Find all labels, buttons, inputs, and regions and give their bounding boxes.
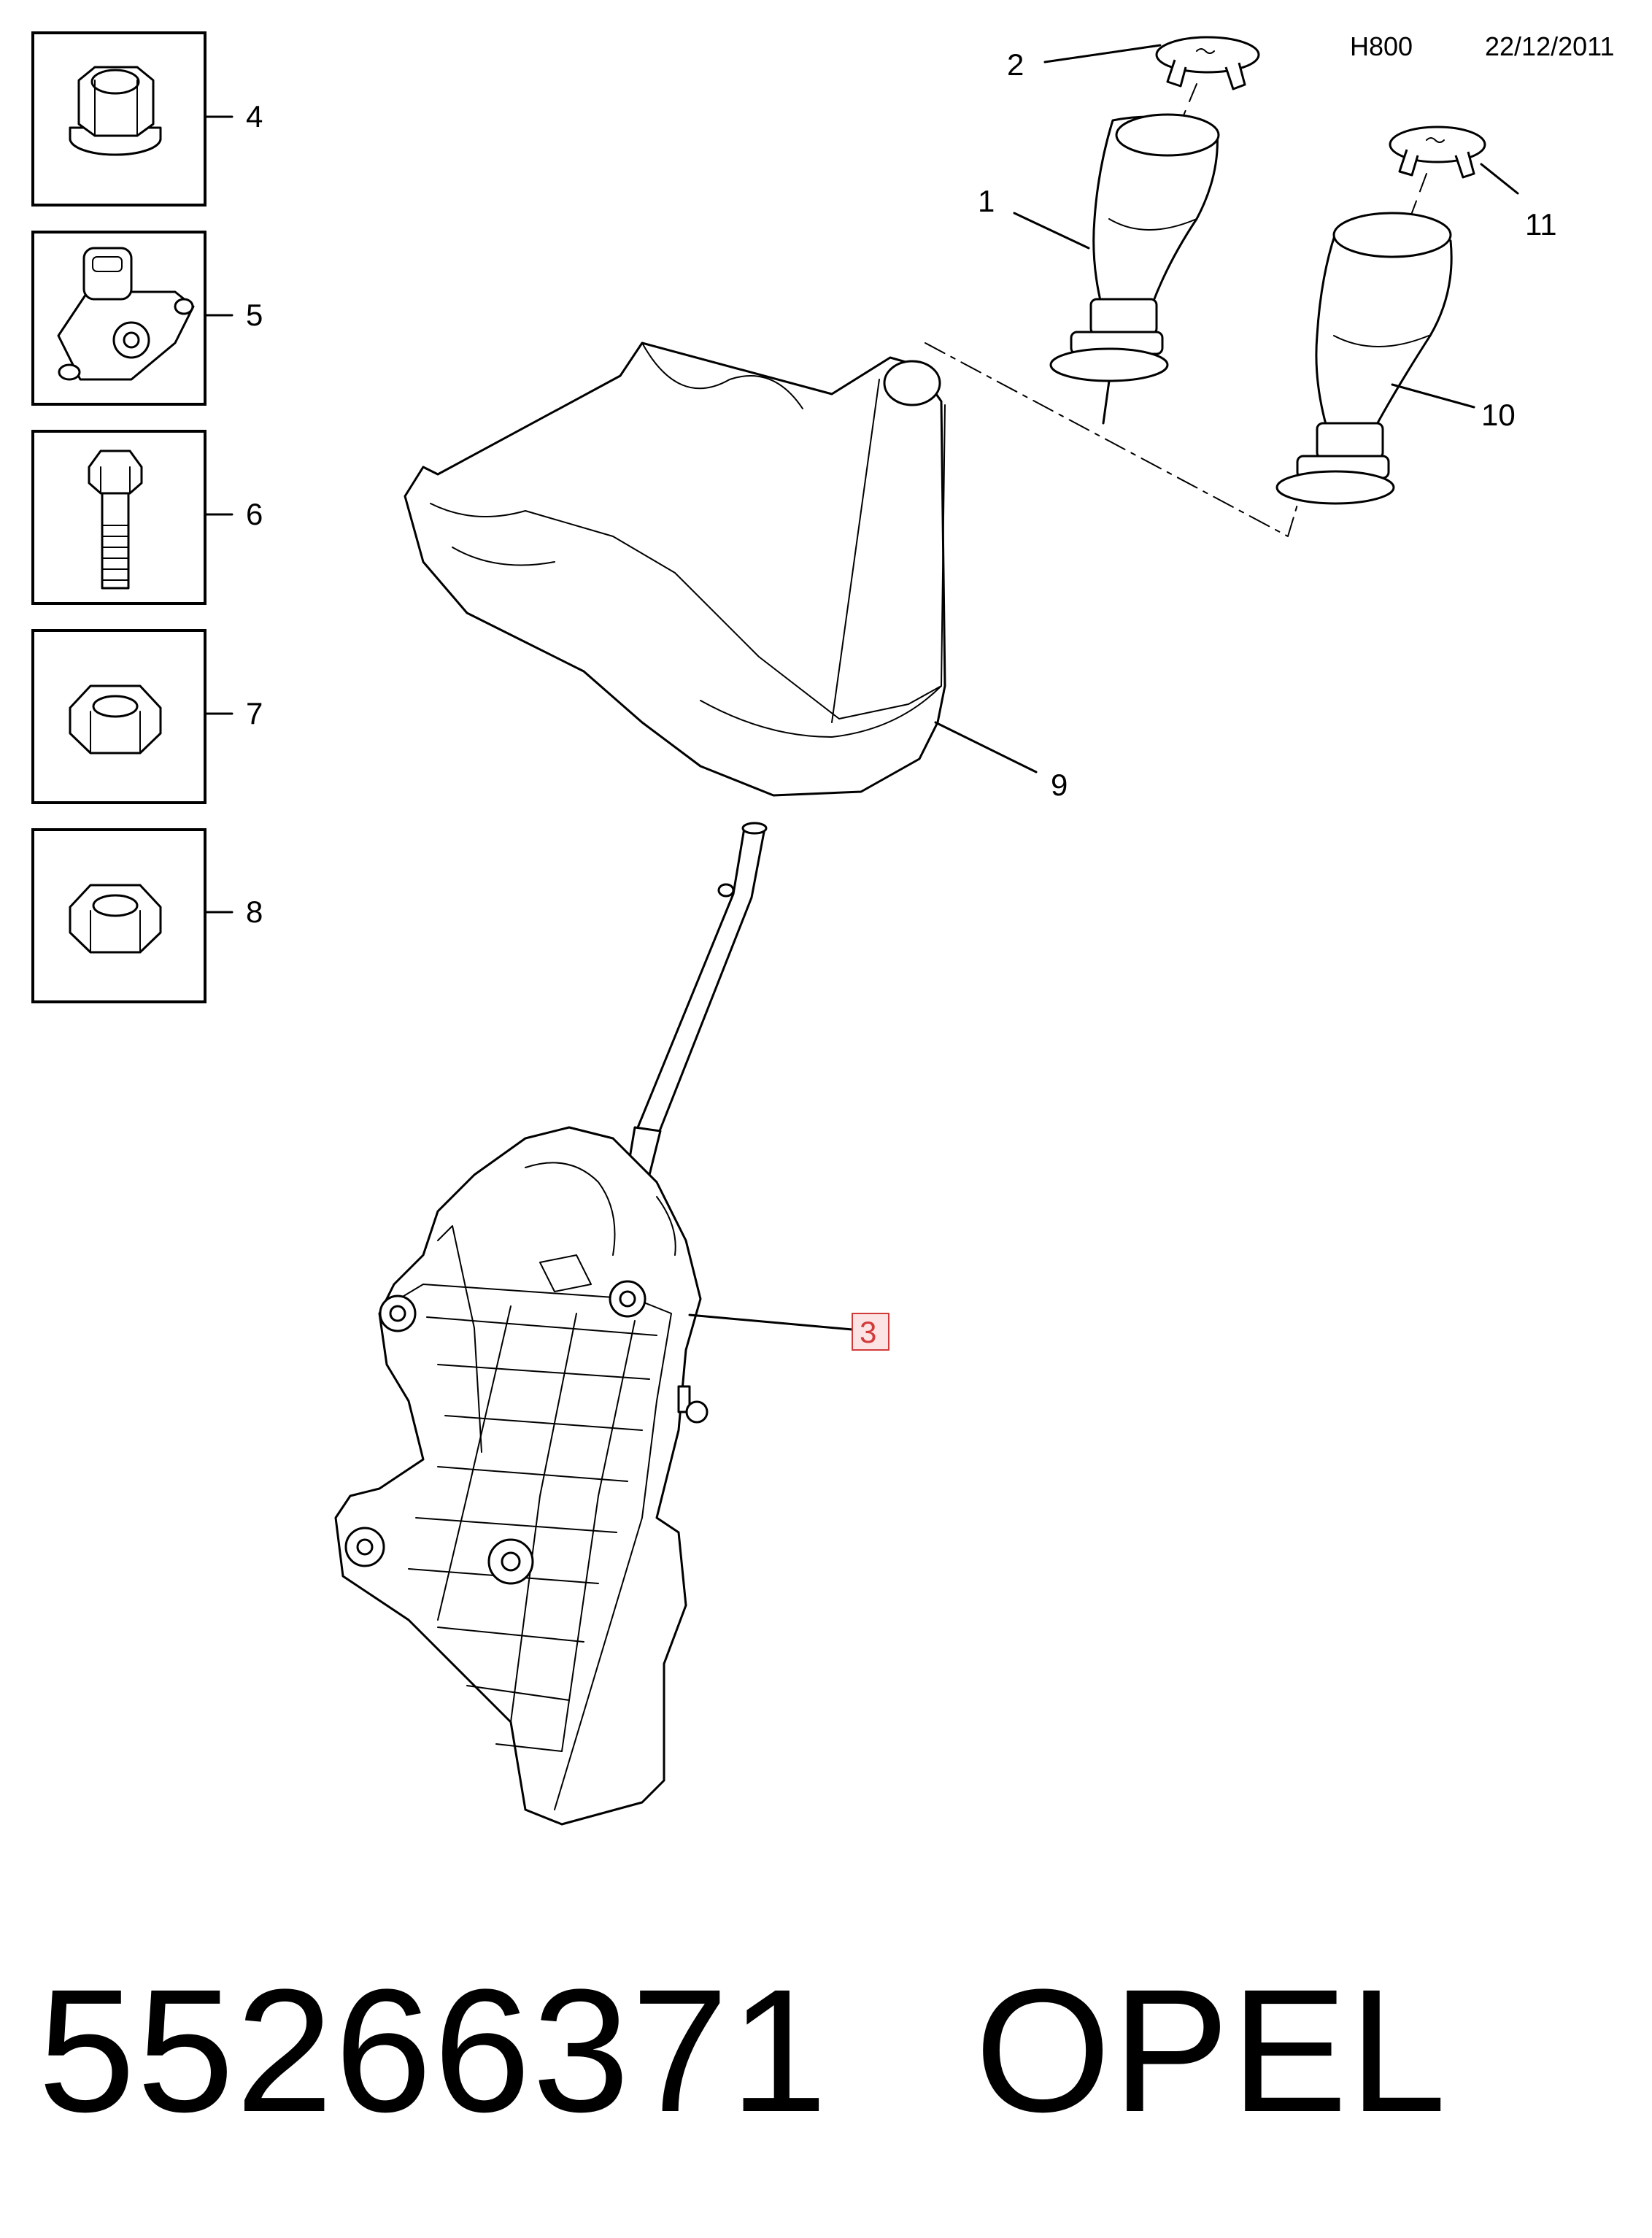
- leader-line-3: [688, 1313, 854, 1331]
- knob-cap-2[interactable]: [1155, 36, 1260, 90]
- leader-line-9: [934, 721, 1038, 773]
- part-number: 55266371: [38, 1953, 829, 2148]
- gear-knob-1[interactable]: [1049, 113, 1220, 425]
- sensor-icon: [57, 247, 195, 381]
- leader-line-2: [1043, 44, 1162, 63]
- knob-cap-11[interactable]: [1389, 126, 1486, 179]
- brand-name: OPEL: [974, 1953, 1448, 2148]
- callout-5: 5: [246, 298, 263, 332]
- flange-nut-icon: [69, 66, 162, 156]
- gearshift-boot-9[interactable]: [404, 342, 946, 797]
- callout-10: 10: [1481, 398, 1516, 432]
- part-box-7[interactable]: 7: [31, 629, 263, 804]
- diagram-date: 22/12/2011: [1485, 31, 1615, 61]
- callout-3-highlight: [852, 1313, 889, 1351]
- gear-knob-10[interactable]: [1275, 212, 1453, 505]
- callout-9: 9: [1051, 768, 1068, 802]
- hex-nut-icon: [69, 684, 162, 755]
- callout-8: 8: [246, 895, 263, 929]
- leader-line-11: [1480, 163, 1519, 195]
- callout-4: 4: [246, 99, 263, 134]
- leader-line-10: [1391, 383, 1475, 409]
- part-box-6[interactable]: 6: [31, 430, 263, 605]
- callout-3: 3: [860, 1315, 876, 1349]
- assembly-connector-line: [925, 342, 1300, 537]
- callout-2: 2: [1007, 47, 1024, 82]
- callout-11: 11: [1525, 207, 1557, 242]
- leader-line-1: [1013, 212, 1090, 250]
- callout-6: 6: [246, 497, 263, 531]
- diagram-code: H800: [1350, 31, 1413, 61]
- callout-1: 1: [978, 184, 995, 218]
- bolt-icon: [88, 449, 143, 590]
- callout-7: 7: [246, 696, 263, 730]
- nut-icon: [69, 884, 162, 954]
- part-box-4[interactable]: 4: [31, 31, 263, 207]
- part-box-8[interactable]: 8: [31, 828, 263, 1003]
- part-box-5[interactable]: 5: [31, 231, 263, 406]
- gearshift-lever-assembly-3[interactable]: [334, 822, 768, 1826]
